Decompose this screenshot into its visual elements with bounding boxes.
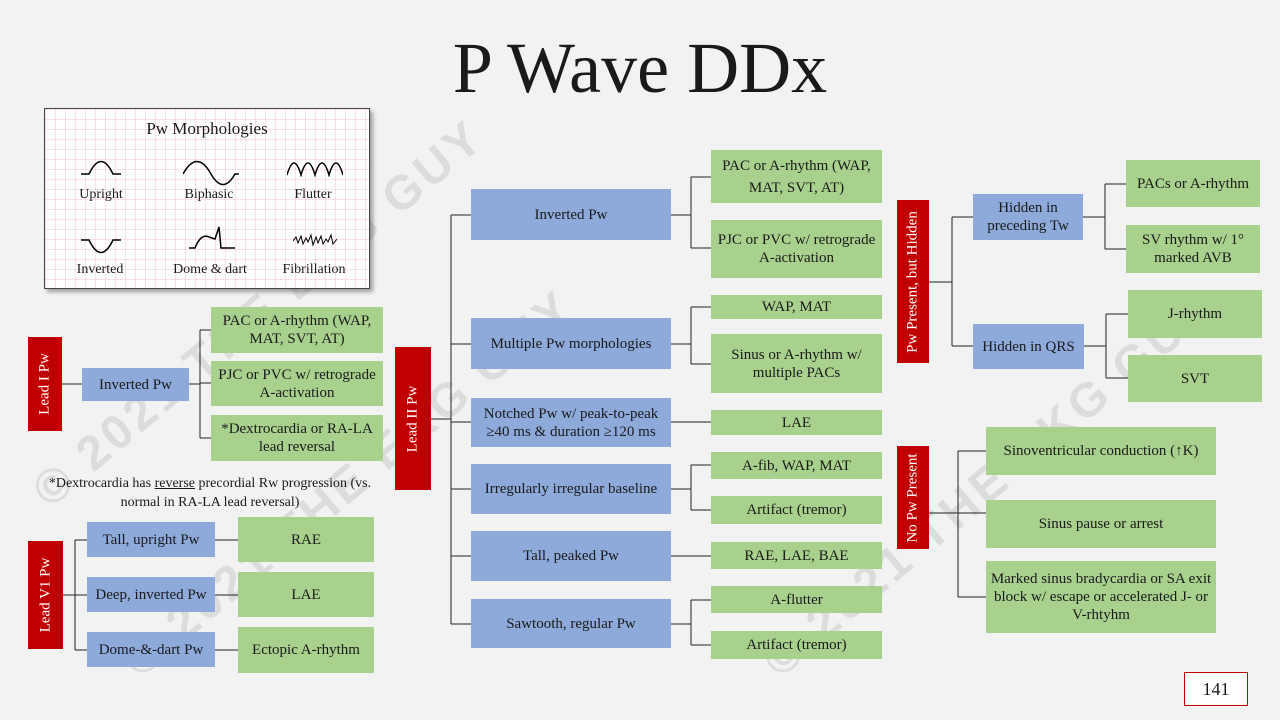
hidden-pw-label: Pw Present, but Hidden (897, 200, 929, 363)
leadv1-node-dome: Dome-&-dart Pw (87, 632, 215, 667)
morph-label-flutter: Flutter (294, 187, 332, 202)
nopw-result-bradycardia: Marked sinus bradycardia or SA exit bloc… (986, 561, 1216, 633)
lead2-result-lae: LAE (711, 410, 882, 435)
morph-label-biphasic: Biphasic (184, 187, 234, 202)
lead2-result-sinus: Sinus or A-rhythm w/ multiple PACs (711, 334, 882, 393)
lead2-result-aflutter: A-flutter (711, 586, 882, 613)
hidden-result-pacs: PACs or A-rhythm (1126, 160, 1260, 207)
lead2-node-sawtooth: Sawtooth, regular Pw (471, 599, 671, 648)
leadv1-result-ectopic: Ectopic A-rhythm (238, 627, 374, 673)
morphologies-panel: Pw Morphologies Upright Biphasic Flutter… (44, 108, 370, 289)
page-title: P Wave DDx (452, 28, 828, 108)
lead2-node-notched: Notched Pw w/ peak-to-peak ≥40 ms & dura… (471, 398, 671, 447)
lead1-label: Lead I Pw (28, 337, 62, 431)
hidden-result-j-rhythm: J-rhythm (1128, 290, 1262, 338)
no-pw-label: No Pw Present (897, 446, 929, 549)
dome-dart-wave-icon (189, 226, 235, 249)
inverted-wave-icon (81, 239, 121, 254)
lead2-node-irregular: Irregularly irregular baseline (471, 464, 671, 514)
dextrocardia-note: *Dextrocardia has reverse precordial Rw … (48, 476, 372, 510)
nopw-result-sinoventricular: Sinoventricular conduction (↑K) (986, 427, 1216, 475)
biphasic-wave-icon (183, 160, 239, 186)
lead1-result-pac: PAC or A-rhythm (WAP, MAT, SVT, AT) (211, 307, 383, 353)
lead2-result-pac: PAC or A-rhythm (WAP, MAT, SVT, AT) (711, 150, 882, 203)
lead1-result-pjc: PJC or PVC w/ retrograde A-activation (211, 361, 383, 406)
lead2-result-pjc: PJC or PVC w/ retrograde A-activation (711, 220, 882, 278)
lead2-result-artifact-1: Artifact (tremor) (711, 496, 882, 524)
lead2-node-inverted: Inverted Pw (471, 189, 671, 240)
hidden-result-sv-rhythm: SV rhythm w/ 1° marked AVB (1126, 225, 1260, 273)
hidden-node-tw: Hidden in preceding Tw (973, 194, 1083, 240)
nopw-result-sinus-pause: Sinus pause or arrest (986, 500, 1216, 548)
lead2-node-multiple: Multiple Pw morphologies (471, 318, 671, 369)
lead2-result-wap-mat: WAP, MAT (711, 295, 882, 319)
upright-wave-icon (81, 160, 121, 175)
hidden-result-svt: SVT (1128, 355, 1262, 402)
fibrillation-wave-icon (293, 233, 337, 247)
leadv1-node-deep: Deep, inverted Pw (87, 577, 215, 612)
page-number: 141 (1184, 672, 1248, 706)
lead2-label: Lead II Pw (395, 347, 431, 490)
flutter-wave-icon (287, 162, 343, 177)
morph-label-fibrillation: Fibrillation (282, 262, 346, 277)
hidden-node-qrs: Hidden in QRS (973, 324, 1084, 369)
lead1-inverted-pw-node: Inverted Pw (82, 368, 189, 401)
lead2-node-tall-peaked: Tall, peaked Pw (471, 531, 671, 581)
lead2-result-artifact-2: Artifact (tremor) (711, 631, 882, 659)
morph-label-inverted: Inverted (76, 262, 124, 277)
lead2-result-afib: A-fib, WAP, MAT (711, 452, 882, 479)
morph-label-dome-dart: Dome & dart (173, 262, 247, 277)
leadv1-label: Lead V1 Pw (28, 541, 63, 649)
leadv1-result-rae: RAE (238, 517, 374, 562)
leadv1-result-lae: LAE (238, 572, 374, 617)
lead1-result-dextrocardia: *Dextrocardia or RA-LA lead reversal (211, 415, 383, 461)
morph-label-upright: Upright (79, 187, 123, 202)
lead2-result-rae-lae-bae: RAE, LAE, BAE (711, 542, 882, 569)
morphologies-title: Pw Morphologies (146, 119, 268, 138)
leadv1-node-tall: Tall, upright Pw (87, 522, 215, 557)
